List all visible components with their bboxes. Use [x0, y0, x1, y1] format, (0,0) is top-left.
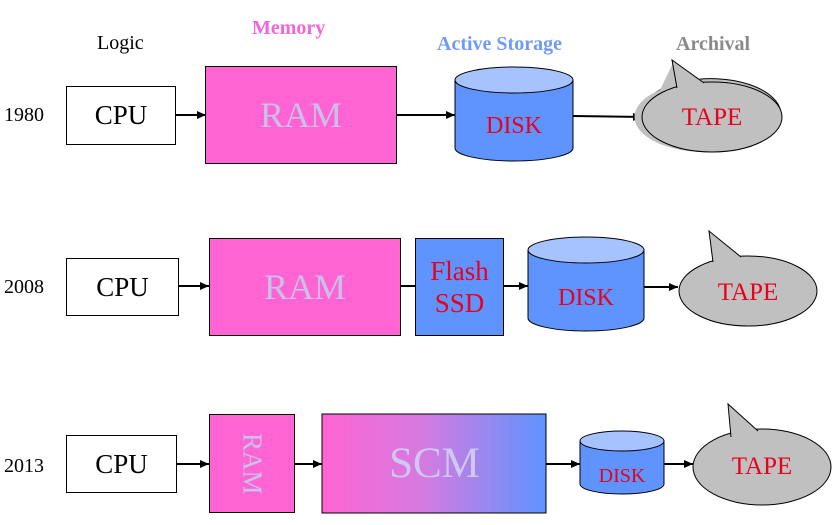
tape-label-2013: TAPE	[731, 453, 793, 480]
tape-ellipse-1980	[641, 81, 783, 153]
disk-cylinder-2013	[579, 430, 665, 495]
flash-ssd-box-2008: Flash SSD	[415, 238, 504, 336]
cpu-label: CPU	[94, 100, 148, 130]
header-active-storage: Active Storage	[437, 33, 562, 55]
ssd-label: SSD	[434, 288, 485, 318]
header-logic: Logic	[97, 32, 144, 54]
header-memory: Memory	[252, 17, 326, 39]
scm-box-2013: SCM	[322, 414, 547, 513]
disk-label-2008: DISK	[557, 285, 614, 311]
disk-cylinder-2008	[527, 236, 645, 332]
year-label-1980: 1980	[4, 104, 44, 126]
cpu-box-2013: CPU	[66, 435, 177, 493]
tape-ellipse-2008	[678, 255, 818, 327]
tape-tail-1980	[671, 58, 705, 89]
ram-box-2013: RAM	[209, 414, 295, 513]
year-label-2013: 2013	[4, 455, 44, 477]
scm-label: SCM	[389, 440, 480, 487]
flash-label: Flash	[430, 256, 489, 286]
ram-label-rotated: RAM	[237, 432, 268, 495]
ram-box-1980: RAM	[205, 66, 397, 164]
ram-label: RAM	[263, 267, 347, 307]
year-label-2008: 2008	[4, 276, 44, 298]
tape-ellipse-2013	[692, 428, 832, 506]
cpu-label: CPU	[95, 448, 148, 479]
disk-cylinder-1980	[454, 66, 574, 162]
tape-label-2008: TAPE	[717, 279, 779, 306]
ram-box-2008: RAM	[209, 238, 401, 336]
tape-tail-2013	[727, 402, 759, 438]
disk-label-2013: DISK	[598, 465, 646, 487]
disk-label-1980: DISK	[485, 113, 542, 139]
header-archival: Archival	[676, 33, 751, 55]
ram-label: RAM	[259, 95, 343, 135]
arrow-disk-tape-1980	[572, 112, 643, 121]
scm-box-fill	[321, 413, 547, 514]
cpu-label: CPU	[96, 271, 149, 302]
cpu-box-1980: CPU	[66, 86, 176, 145]
cpu-box-2008: CPU	[66, 258, 179, 316]
tape-tail-2008	[708, 229, 742, 263]
tape-label-1980: TAPE	[681, 104, 743, 131]
